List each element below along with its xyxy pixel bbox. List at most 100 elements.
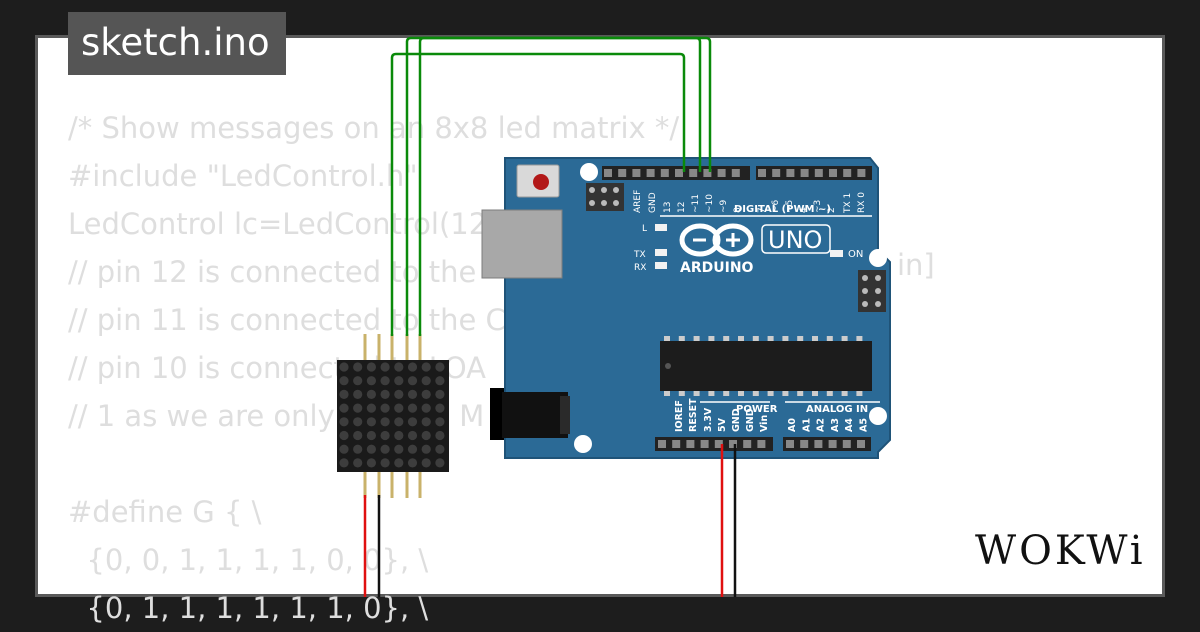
header-pin[interactable] — [772, 169, 781, 177]
header-pin[interactable] — [660, 169, 669, 177]
matrix-pin[interactable] — [418, 470, 422, 498]
matrix-pin[interactable] — [390, 334, 394, 362]
matrix-led — [407, 389, 418, 399]
matrix-pin[interactable] — [363, 334, 367, 362]
matrix-led — [435, 458, 445, 468]
header-pin[interactable] — [672, 440, 681, 448]
usb-connector — [481, 209, 563, 279]
analog-pin-label: A3 — [830, 418, 841, 432]
matrix-led — [353, 403, 363, 413]
matrix-led — [394, 376, 404, 386]
code-line: /* Show messages on an 8x8 led matrix */ — [68, 111, 680, 145]
matrix-pin[interactable] — [405, 334, 409, 362]
header-pin[interactable] — [828, 440, 837, 448]
header-pin[interactable] — [842, 440, 851, 448]
digital-pin-label: ~3 — [813, 200, 823, 213]
header-pin[interactable] — [729, 440, 737, 448]
matrix-pin[interactable] — [363, 470, 367, 498]
matrix-led — [394, 444, 404, 454]
header-pin[interactable] — [731, 169, 740, 177]
matrix-led — [353, 389, 363, 399]
power-pin-label: 5V — [717, 417, 728, 432]
matrix-led — [366, 376, 376, 386]
header-pin[interactable] — [675, 169, 683, 177]
header-pin[interactable] — [786, 169, 795, 177]
matrix-led — [366, 444, 376, 454]
header-pin[interactable] — [857, 169, 866, 177]
matrix-led — [353, 417, 363, 427]
chip-pin — [767, 391, 774, 396]
header-pin[interactable] — [786, 440, 794, 448]
mounting-hole — [574, 435, 592, 453]
matrix-led — [339, 458, 349, 468]
header-pin[interactable] — [800, 169, 809, 177]
matrix-led — [421, 458, 431, 468]
code-fragment: in] — [897, 248, 935, 282]
header-pin[interactable] — [686, 440, 695, 448]
matrix-pin[interactable] — [377, 470, 381, 498]
chip-pin — [782, 391, 789, 396]
matrix-led — [366, 458, 376, 468]
wokwi-logo: WOKWi — [975, 528, 1146, 574]
matrix-led — [435, 376, 445, 386]
digital-pin-label: 2 — [827, 207, 837, 213]
chip-pin — [782, 336, 789, 341]
header-pin[interactable] — [743, 440, 752, 448]
wire-din-pin12[interactable] — [390, 52, 686, 336]
matrix-pin[interactable] — [418, 334, 422, 362]
code-line: {0, 1, 1, 1, 1, 1, 1, 0}, \ — [68, 591, 429, 625]
matrix-led — [435, 444, 445, 454]
matrix-led — [421, 389, 431, 399]
header-pin[interactable] — [689, 169, 698, 177]
chip-pin — [678, 391, 685, 396]
header-pin[interactable] — [857, 440, 865, 448]
matrix-led — [380, 362, 390, 372]
digital-pin-label: 4 — [799, 207, 809, 213]
header-pin[interactable] — [800, 440, 809, 448]
header-pin[interactable] — [658, 440, 666, 448]
header-pin[interactable] — [646, 169, 655, 177]
matrix-led — [339, 403, 349, 413]
matrix-led — [339, 389, 349, 399]
matrix-led — [435, 362, 445, 372]
header-pin[interactable] — [714, 440, 723, 448]
matrix-led — [366, 389, 376, 399]
matrix-led — [421, 430, 431, 441]
matrix-pin[interactable] — [377, 334, 381, 362]
sketch-filename-tab[interactable]: sketch.ino — [68, 12, 286, 75]
analog-pin-label: A5 — [859, 418, 870, 432]
header-pin[interactable] — [758, 169, 766, 177]
code-line: // pin 12 is connected to the — [68, 255, 477, 289]
reset-button[interactable] — [533, 174, 549, 190]
tx-label: TX — [633, 250, 646, 260]
code-line: #define G { \ — [68, 495, 262, 529]
header-pin[interactable] — [757, 440, 766, 448]
header-pin[interactable] — [843, 169, 852, 177]
header-pin[interactable] — [814, 169, 823, 177]
digital-pin-label: 7 — [757, 207, 767, 213]
header-pin[interactable] — [618, 169, 627, 177]
header-pin[interactable] — [829, 169, 837, 177]
matrix-pin[interactable] — [390, 470, 394, 498]
header-pin[interactable] — [814, 440, 823, 448]
led-matrix-8x8[interactable] — [337, 334, 449, 498]
matrix-led — [339, 430, 349, 441]
matrix-body — [337, 360, 449, 472]
power-label: POWER — [736, 404, 778, 415]
matrix-led — [407, 376, 418, 386]
wire-cs-pin10[interactable] — [418, 36, 712, 336]
matrix-led — [339, 444, 349, 454]
header-pin[interactable] — [700, 440, 709, 448]
matrix-pin[interactable] — [405, 470, 409, 498]
digital-pin-label: ~11 — [691, 194, 701, 213]
header-pin[interactable] — [604, 169, 612, 177]
header-pin[interactable] — [703, 169, 712, 177]
matrix-led — [421, 444, 431, 454]
matrix-led — [380, 458, 390, 468]
header-pin[interactable] — [717, 169, 726, 177]
power-jack — [490, 388, 570, 440]
digital-pin-label: RX 0 — [857, 192, 867, 213]
header-pin[interactable] — [632, 169, 641, 177]
digital-pin-label: TX 1 — [843, 193, 853, 214]
